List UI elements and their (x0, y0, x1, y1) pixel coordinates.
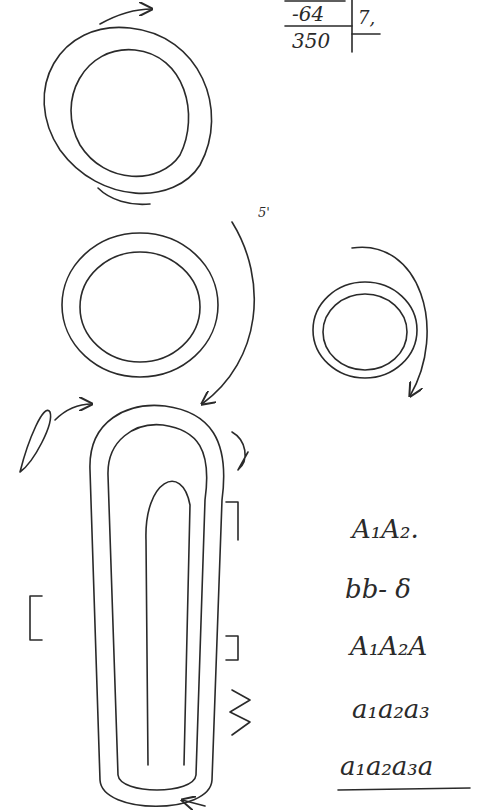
flow-arrow (100, 9, 152, 24)
handwritten-note: A₁A₂. (352, 514, 419, 544)
handwritten-note: 7, (358, 7, 375, 28)
note-text-holder: -64 (292, 3, 324, 25)
tube-inner (108, 425, 207, 790)
flow-arrow (55, 404, 92, 420)
handwritten-note: a₁a₂a₃a (340, 751, 433, 781)
division-line (285, 0, 345, 2)
scribble (232, 432, 248, 470)
flow-arrow (202, 222, 254, 404)
division-bar (351, 0, 353, 52)
loop-outer (44, 27, 211, 193)
note-text-holder: a₁a₂a₃ (352, 695, 430, 724)
tube-outer (90, 405, 224, 806)
note-text-holder: A₁A₂A (350, 632, 427, 661)
note-text-holder: A₁A₂. (352, 515, 419, 544)
scribble (20, 410, 51, 472)
scribble (230, 690, 250, 735)
ring-outer (313, 282, 417, 378)
flow-arrow (182, 800, 205, 806)
handwritten-note: -64 (292, 2, 324, 26)
division-line (352, 33, 380, 35)
bracket (30, 596, 42, 640)
ring-inner (80, 252, 200, 362)
bracket (226, 502, 238, 540)
note-text-holder: bb- δ (345, 575, 411, 604)
bracket (226, 636, 238, 660)
note-text-holder: 350 (292, 30, 330, 52)
strike-line (338, 788, 470, 790)
handwritten-note: a₁a₂a₃ (352, 694, 430, 724)
handwritten-note: bb- δ (345, 574, 411, 604)
note-text-holder: a₁a₂a₃a (340, 752, 433, 781)
handwritten-note: A₁A₂A (350, 631, 427, 661)
ring-inner (323, 294, 407, 370)
flow-stroke (98, 188, 150, 204)
handwritten-note: 5' (258, 205, 270, 220)
handwritten-note: 350 (292, 29, 330, 53)
tube-septum (146, 481, 190, 765)
note-text-holder: 7, (358, 8, 375, 28)
flow-arrow (352, 247, 427, 396)
note-text-holder: 5' (258, 203, 270, 221)
loop-inner (71, 50, 189, 177)
sketch-lines (20, 0, 470, 806)
ring-outer (62, 233, 218, 377)
